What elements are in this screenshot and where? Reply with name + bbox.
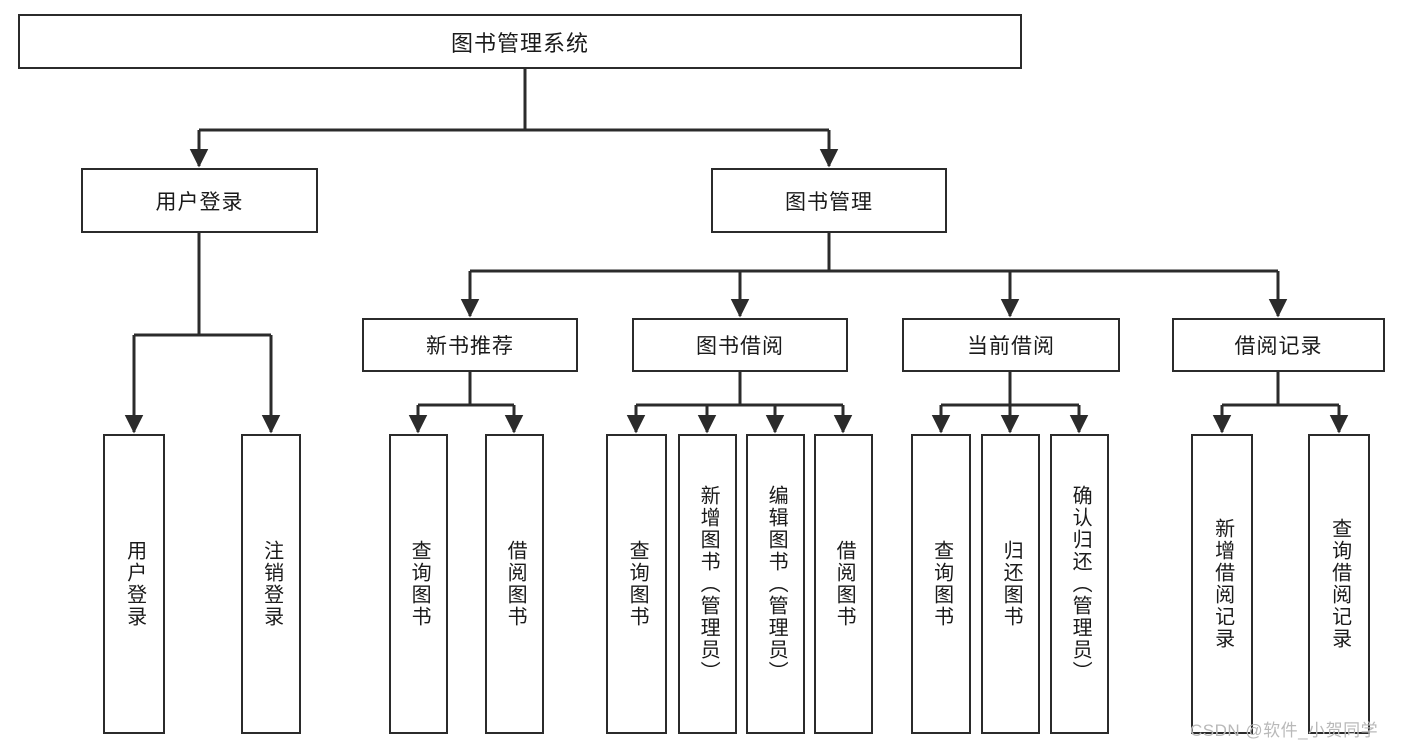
node-new-book-recommend-label: 新书推荐 [426, 335, 514, 358]
node-book-borrow[interactable]: 图书借阅 [632, 318, 848, 372]
leaf-add-borrow-record[interactable]: 新增借阅记录 [1191, 434, 1253, 734]
leaf-query-borrow-record-label: 查询借阅记录 [1328, 518, 1351, 650]
leaf-borrow-book-1[interactable]: 借阅图书 [485, 434, 544, 734]
node-user-login[interactable]: 用户登录 [81, 168, 318, 233]
csdn-watermark: CSDN @软件_小贺同学 [1190, 721, 1379, 740]
leaf-query-book-2[interactable]: 查询图书 [606, 434, 667, 734]
leaf-add-borrow-record-label: 新增借阅记录 [1211, 518, 1234, 650]
leaf-edit-book[interactable]: 编辑图书（管理员） [746, 434, 805, 734]
leaf-borrow-book-1-label: 借阅图书 [504, 540, 527, 628]
leaf-return-book[interactable]: 归还图书 [981, 434, 1040, 734]
leaf-add-book-label: 新增图书（管理员） [697, 485, 720, 683]
node-current-borrow[interactable]: 当前借阅 [902, 318, 1120, 372]
leaf-confirm-return[interactable]: 确认归还（管理员） [1050, 434, 1109, 734]
leaf-query-book-3-label: 查询图书 [930, 540, 953, 628]
leaf-query-book-2-label: 查询图书 [626, 540, 649, 628]
node-book-borrow-label: 图书借阅 [696, 335, 784, 358]
node-user-login-label: 用户登录 [155, 190, 244, 214]
node-book-manage[interactable]: 图书管理 [711, 168, 947, 233]
leaf-return-book-label: 归还图书 [1000, 540, 1023, 628]
leaf-user-login-label: 用户登录 [123, 540, 146, 628]
leaf-borrow-book-2[interactable]: 借阅图书 [814, 434, 873, 734]
leaf-query-book-1[interactable]: 查询图书 [389, 434, 448, 734]
node-borrow-record-label: 借阅记录 [1234, 335, 1323, 358]
node-root-label: 图书管理系统 [450, 30, 589, 56]
node-root[interactable]: 图书管理系统 [18, 14, 1022, 69]
leaf-user-login[interactable]: 用户登录 [103, 434, 165, 734]
node-book-manage-label: 图书管理 [785, 190, 873, 214]
node-new-book-recommend[interactable]: 新书推荐 [362, 318, 578, 372]
leaf-borrow-book-2-label: 借阅图书 [833, 540, 856, 628]
leaf-user-logout-label: 注销登录 [260, 540, 283, 628]
leaf-edit-book-label: 编辑图书（管理员） [765, 485, 788, 683]
leaf-query-book-3[interactable]: 查询图书 [911, 434, 971, 734]
leaf-confirm-return-label: 确认归还（管理员） [1069, 485, 1092, 683]
node-current-borrow-label: 当前借阅 [967, 335, 1055, 358]
node-borrow-record[interactable]: 借阅记录 [1172, 318, 1385, 372]
leaf-query-borrow-record[interactable]: 查询借阅记录 [1308, 434, 1370, 734]
leaf-query-book-1-label: 查询图书 [408, 540, 431, 628]
leaf-user-logout[interactable]: 注销登录 [241, 434, 301, 734]
leaf-add-book[interactable]: 新增图书（管理员） [678, 434, 737, 734]
